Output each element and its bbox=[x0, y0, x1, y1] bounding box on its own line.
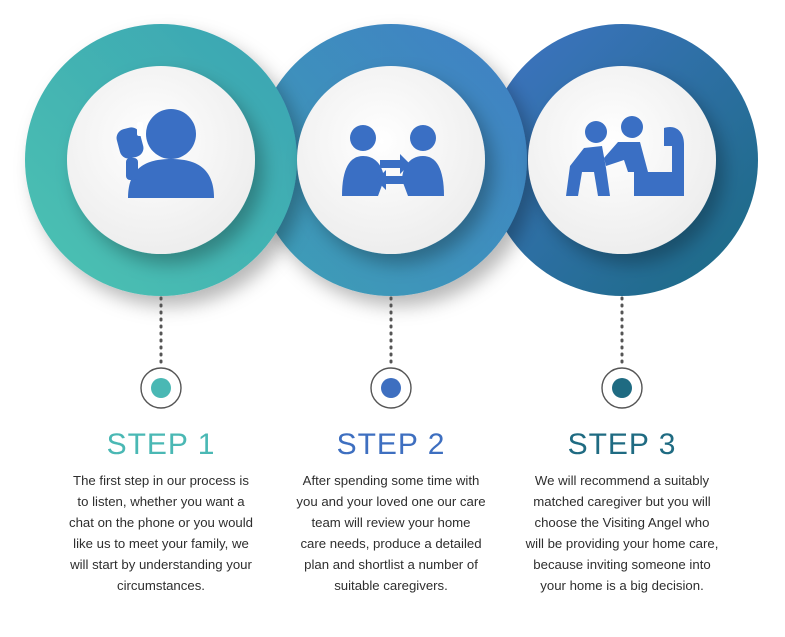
step-2-description: After spending some time with you and yo… bbox=[275, 470, 507, 596]
marker-dot-1 bbox=[140, 367, 182, 409]
step-2-line: team will review your home bbox=[311, 515, 471, 530]
step-3-line: because inviting someone into bbox=[533, 557, 711, 572]
step-3-line: choose the Visiting Angel who bbox=[534, 515, 710, 530]
step-2-line: suitable caregivers. bbox=[334, 578, 448, 593]
step-2-line: After spending some time with bbox=[302, 473, 480, 488]
step-3-line: your home is a big decision. bbox=[540, 578, 704, 593]
step-2-title: STEP 2 bbox=[336, 428, 446, 461]
step-1-line: like us to meet your family, we bbox=[73, 536, 249, 551]
caregiver-senior-icon bbox=[566, 116, 684, 196]
step-1-line: will start by understanding your bbox=[70, 557, 252, 572]
step-3-description: We will recommend a suitably matched car… bbox=[506, 470, 738, 596]
step-2-line: care needs, produce a detailed bbox=[300, 536, 482, 551]
step-1-description: The first step in our process is to list… bbox=[45, 470, 277, 596]
phone-call-icon bbox=[116, 109, 214, 198]
step-2-line: plan and shortlist a number of bbox=[304, 557, 478, 572]
marker-dot-3 bbox=[601, 367, 643, 409]
step-3-line: matched caregiver but you will bbox=[533, 494, 711, 509]
step-2-line: you and your loved one our care bbox=[296, 494, 486, 509]
step-1-line: to listen, whether you want a bbox=[77, 494, 245, 509]
step-1-title: STEP 1 bbox=[106, 428, 216, 461]
step-3-line: We will recommend a suitably bbox=[534, 473, 710, 488]
marker-dot-2 bbox=[370, 367, 412, 409]
step-3-line: will be providing your home care, bbox=[525, 536, 719, 551]
step-1-line: chat on the phone or you would bbox=[68, 515, 254, 530]
step-3-title: STEP 3 bbox=[567, 428, 677, 461]
exchange-people-icon bbox=[342, 125, 444, 196]
step-1-line: circumstances. bbox=[117, 578, 205, 593]
step-1-line: The first step in our process is bbox=[73, 473, 249, 488]
